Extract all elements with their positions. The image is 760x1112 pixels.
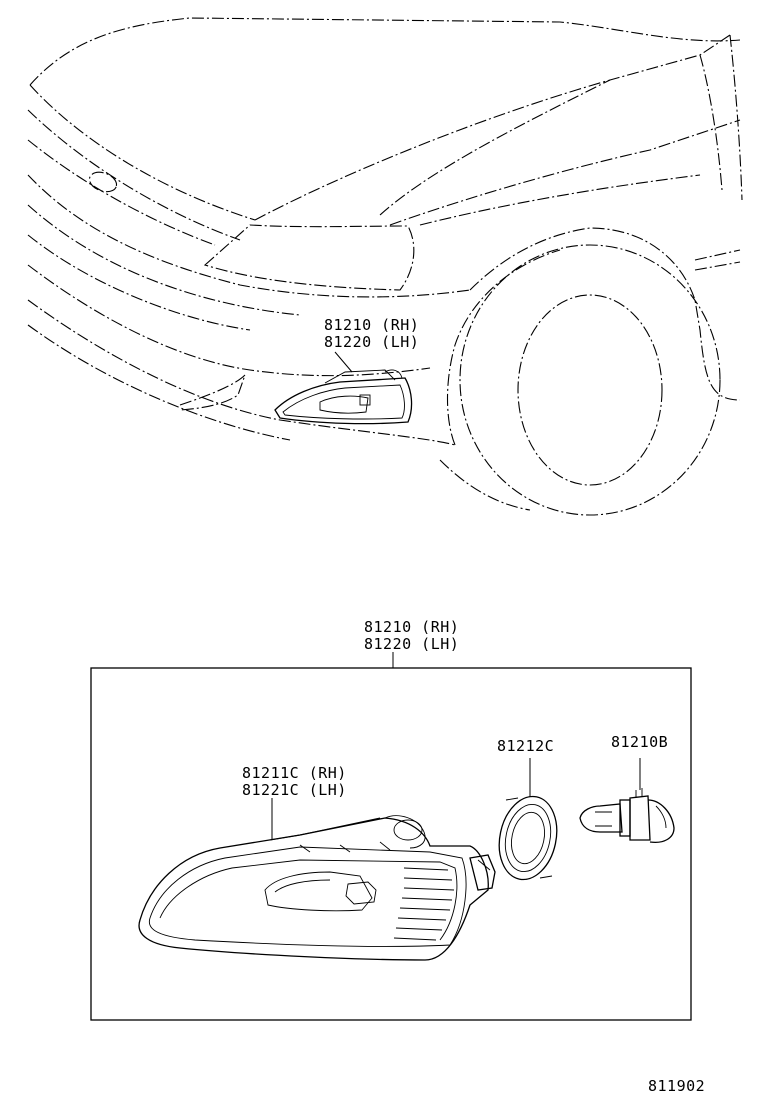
fog-lamp-bulb (579, 788, 675, 844)
callout-assembly-rh-top: 81210 (RH) (324, 316, 420, 334)
callout-bulb: 81210B (611, 733, 669, 751)
callout-socket-gasket: 81212C (497, 737, 555, 755)
figure-number: 811902 (648, 1077, 706, 1095)
car-front-outline (27, 17, 743, 516)
callout-assembly-lh-box: 81220 (LH) (364, 635, 460, 653)
callout-housing-rh: 81211C (RH) (242, 764, 347, 782)
callout-assembly-lh-top: 81220 (LH) (324, 333, 420, 351)
fog-lamp-on-vehicle (274, 369, 413, 425)
callout-assembly-rh-box: 81210 (RH) (364, 618, 460, 636)
leader-line-top (334, 351, 353, 373)
fog-lamp-housing (138, 815, 496, 961)
assembly-box (90, 667, 692, 1021)
callout-housing-lh: 81221C (LH) (242, 781, 347, 799)
socket-gasket (498, 795, 558, 881)
